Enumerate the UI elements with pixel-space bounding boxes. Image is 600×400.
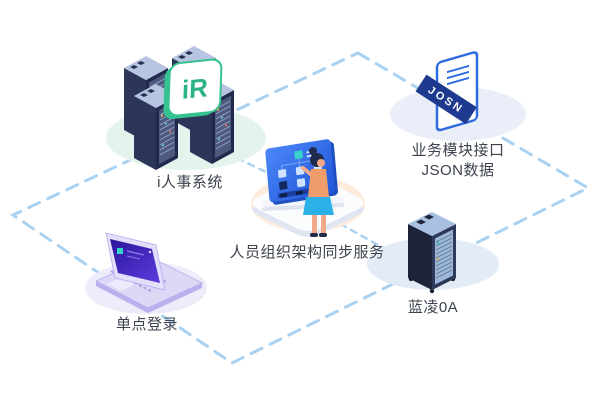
hr-system-node: iR: [106, 45, 266, 171]
hr-system-label: i人事系统: [157, 174, 223, 191]
laptop-icon: [95, 232, 203, 313]
json-api-label: 业务模块接口 JSON数据: [411, 141, 504, 181]
json-document-icon: JOSN: [415, 51, 479, 132]
json-api-node: JOSN: [390, 51, 526, 141]
ihr-badge-icon: iR: [163, 58, 223, 120]
laptop-screen-accent: [117, 248, 123, 254]
sync-loop-connector: [9, 51, 592, 365]
sync-service-label: 人员组织架构同步服务: [229, 244, 385, 261]
oa-server-icon: [408, 212, 456, 294]
org-chart-board-icon: [262, 139, 345, 212]
json-api-label-line2: JSON数据: [421, 162, 495, 179]
oa-system-node: [367, 212, 499, 294]
json-api-label-line1: 业务模块接口: [411, 142, 505, 159]
sso-login-label: 单点登录: [115, 316, 179, 333]
ihr-badge-text: iR: [181, 72, 208, 105]
sso-login-node: [85, 232, 207, 314]
person-figure: [301, 147, 334, 237]
sync-service-node: [251, 139, 365, 237]
oa-system-label: 蓝凌0A: [407, 299, 459, 316]
